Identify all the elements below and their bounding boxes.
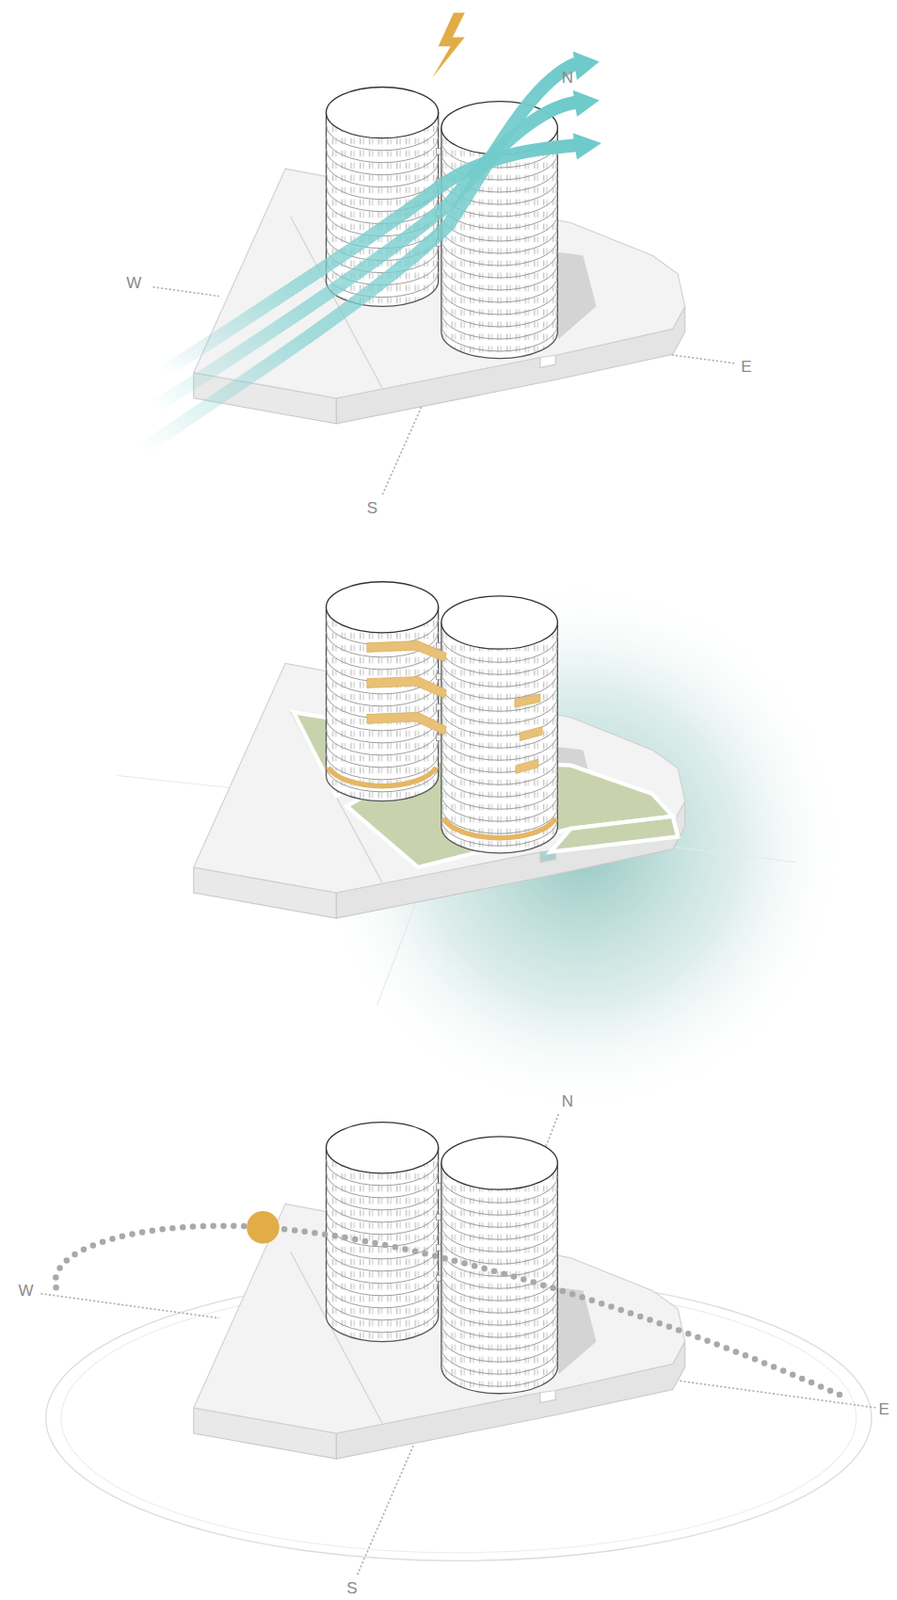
compass-label: E <box>879 1400 890 1417</box>
compass-label: W <box>17 1281 33 1298</box>
compass-label: S <box>367 499 378 516</box>
compass-label: E <box>740 358 752 375</box>
compass-label: S <box>346 1579 357 1596</box>
compass-label: N <box>561 69 574 86</box>
compass-label: N <box>561 1092 574 1109</box>
compass-label: W <box>126 274 142 291</box>
